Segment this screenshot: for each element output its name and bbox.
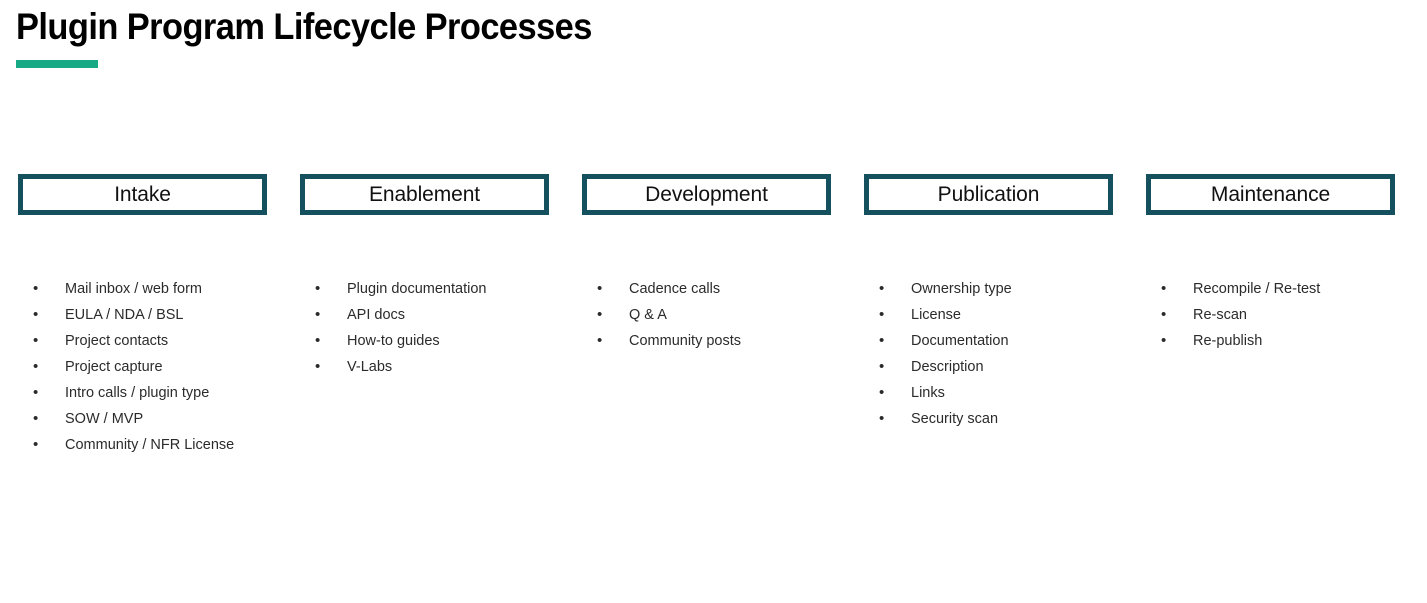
bullet-icon: • [315,280,321,297]
bullet-icon: • [315,358,321,375]
list-item: • Community / NFR License [18,435,318,461]
bullet-icon: • [33,280,39,297]
phase-column-enablement: Enablement • Plugin documentation • API do… [300,174,549,375]
phase-header-intake[interactable]: Intake [18,174,267,215]
phase-header-maintenance[interactable]: Maintenance [1146,174,1395,215]
bullet-icon: • [1161,306,1167,323]
list-item: • Recompile / Re-test [1146,279,1427,305]
bullet-icon: • [879,358,885,375]
list-item-label: Project capture [65,359,163,375]
page-title: Plugin Program Lifecycle Processes [16,6,592,47]
bullet-icon: • [879,306,885,323]
bullet-icon: • [33,332,39,349]
phase-header-label: Enablement [368,183,481,206]
phase-column-publication: Publication • Ownership type • License • Do… [864,174,1113,427]
phase-column-intake: Intake • Mail inbox / web form • EULA / ND… [18,174,267,453]
list-item: • Security scan [864,409,1164,435]
list-item-label: Ownership type [911,281,1012,297]
list-item-label: Community / NFR License [65,437,235,453]
phase-header-label: Intake [114,183,171,206]
bullet-icon: • [597,306,603,323]
list-item: • Cadence calls [582,279,882,305]
list-item-label: Plugin documentation [347,281,487,297]
list-item: • Community posts [582,331,882,357]
list-item: • Links [864,383,1164,409]
list-item-label: Recompile / Re-test [1193,281,1321,297]
phase-header-publication[interactable]: Publication [864,174,1113,215]
phase-item-list-development: • Cadence calls • Q & A • Community posts [582,279,882,357]
phase-header-label: Development [645,183,768,206]
phase-column-development: Development • Cadence calls • Q & A • Commu… [582,174,831,349]
bullet-icon: • [33,436,39,453]
list-item: • Plugin documentation [300,279,600,305]
bullet-icon: • [879,332,885,349]
list-item-label: Community posts [629,333,742,349]
list-item: • License [864,305,1164,331]
list-item-label: Security scan [911,411,999,427]
bullet-icon: • [315,332,321,349]
list-item: • Project contacts [18,331,318,357]
bullet-icon: • [33,384,39,401]
list-item-label: Mail inbox / web form [65,281,202,297]
bullet-icon: • [33,358,39,375]
list-item: • Description [864,357,1164,383]
bullet-icon: • [597,280,603,297]
phase-header-development[interactable]: Development [582,174,831,215]
phase-item-list-publication: •Ownership type •License •Documentation … [864,279,1164,435]
list-item-label: How-to guides [347,333,440,349]
list-item: • Q & A [582,305,882,331]
bullet-icon: • [1161,332,1167,349]
bullet-icon: • [315,306,321,323]
phase-column-maintenance: Maintenance • Recompile / Re-test • Re-sca… [1146,174,1395,349]
bullet-icon: • [33,306,39,323]
list-item-label: Q & A [629,307,667,323]
list-item: • Re-publish [1146,331,1427,357]
list-item: • EULA / NDA / BSL [18,305,318,331]
list-item-label: EULA / NDA / BSL [65,307,184,323]
phase-header-enablement[interactable]: Enablement [300,174,549,215]
list-item: • How-to guides [300,331,600,357]
phase-header-label: Publication [937,183,1040,206]
bullet-icon: • [33,410,39,427]
phase-header-label: Maintenance [1210,183,1331,206]
list-item: • SOW / MVP [18,409,318,435]
list-item: • Project capture [18,357,318,383]
list-item: • API docs [300,305,600,331]
list-item-label: SOW / MVP [65,411,144,427]
bullet-icon: • [879,410,885,427]
list-item: • Intro calls / plugin type [18,383,318,409]
list-item-label: License [911,307,961,323]
list-item-label: Re-publish [1193,333,1263,349]
bullet-icon: • [1161,280,1167,297]
list-item: • Mail inbox / web form [18,279,318,305]
list-item-label: Project contacts [65,333,169,349]
list-item-label: Cadence calls [629,281,721,297]
list-item-label: Documentation [911,333,1009,349]
list-item: • Documentation [864,331,1164,357]
list-item: • Re-scan [1146,305,1427,331]
title-accent-bar [16,60,98,68]
bullet-icon: • [879,280,885,297]
phase-item-list-enablement: • Plugin documentation • API docs • How-to … [300,279,600,383]
list-item-label: Links [911,385,945,401]
list-item-label: Re-scan [1193,307,1247,323]
phase-item-list-maintenance: • Recompile / Re-test • Re-scan • Re-publis… [1146,279,1427,357]
list-item-label: Intro calls / plugin type [65,385,210,401]
list-item-label: V-Labs [347,359,393,375]
list-item: • V-Labs [300,357,600,383]
bullet-icon: • [597,332,603,349]
bullet-icon: • [879,384,885,401]
list-item-label: API docs [347,307,406,323]
phase-item-list-intake: • Mail inbox / web form • EULA / NDA / BSL… [18,279,318,461]
list-item-label: Description [911,359,984,375]
list-item: • Ownership type [864,279,1164,305]
